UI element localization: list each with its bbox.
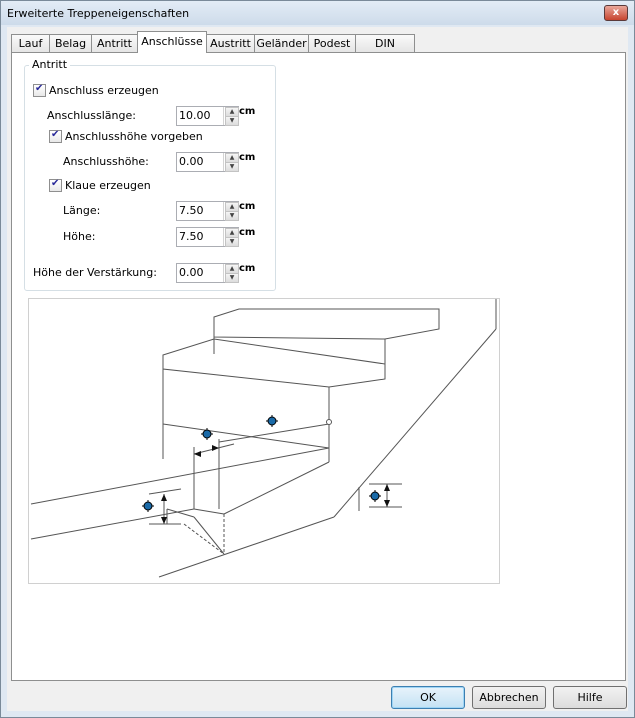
window-title: Erweiterte Treppeneigenschaften <box>7 7 190 20</box>
tab-lauf[interactable]: Lauf <box>11 34 50 52</box>
hoehe-verstaerkung-value: 0.00 <box>179 266 204 279</box>
tab-din-18065[interactable]: DIN 18065 <box>355 34 415 67</box>
unit-label: cm <box>239 263 256 274</box>
spin-down-icon[interactable]: ▼ <box>225 273 239 283</box>
group-title: Antritt <box>29 58 71 71</box>
hoehe-verstaerkung-spinner[interactable]: 0.00 ▲▼ <box>176 263 239 283</box>
anschlusshoehe-vorgeben-label: Anschlusshöhe vorgeben <box>65 130 203 143</box>
anschlusslaenge-spinner[interactable]: 10.00 ▲▼ <box>176 106 239 126</box>
tab-antritt[interactable]: Antritt <box>91 34 138 52</box>
spin-down-icon[interactable]: ▼ <box>225 162 239 172</box>
unit-label: cm <box>239 227 256 238</box>
anschlusslaenge-label: Anschlusslänge: <box>47 109 136 122</box>
hoehe-label: Höhe: <box>63 230 96 243</box>
dialog-client: Lauf Belag Antritt Anschlüsse Austritt G… <box>7 27 628 711</box>
anschlusslaenge-value: 10.00 <box>179 109 211 122</box>
hoehe-value: 7.50 <box>179 230 204 243</box>
tab-podest[interactable]: Podest <box>308 34 356 52</box>
anschlusshoehe-label: Anschlusshöhe: <box>63 155 149 168</box>
ok-button[interactable]: OK <box>391 686 465 709</box>
close-button[interactable]: x <box>604 5 628 21</box>
unit-label: cm <box>239 106 256 117</box>
tab-austritt[interactable]: Austritt <box>206 34 255 52</box>
cancel-button[interactable]: Abbrechen <box>472 686 546 709</box>
tab-panel-anschluesse: Antritt Anschluss erzeugen Anschlussläng… <box>11 52 626 681</box>
unit-label: cm <box>239 201 256 212</box>
stair-connection-diagram <box>28 298 500 584</box>
spin-down-icon[interactable]: ▼ <box>225 211 239 221</box>
anschluss-erzeugen-label: Anschluss erzeugen <box>49 84 159 97</box>
klaue-erzeugen-label: Klaue erzeugen <box>65 179 151 192</box>
hoehe-verstaerkung-label: Höhe der Verstärkung: <box>33 266 157 279</box>
laenge-spinner[interactable]: 7.50 ▲▼ <box>176 201 239 221</box>
laenge-label: Länge: <box>63 204 101 217</box>
anschluss-erzeugen-checkbox[interactable] <box>33 83 46 97</box>
anschlusshoehe-spinner[interactable]: 0.00 ▲▼ <box>176 152 239 172</box>
help-button[interactable]: Hilfe <box>553 686 627 709</box>
handle-icon[interactable] <box>266 415 278 427</box>
klaue-erzeugen-checkbox[interactable] <box>49 178 62 192</box>
handle-icon[interactable] <box>369 490 381 502</box>
spin-down-icon[interactable]: ▼ <box>225 237 239 247</box>
spin-down-icon[interactable]: ▼ <box>225 116 239 126</box>
laenge-value: 7.50 <box>179 204 204 217</box>
title-bar: Erweiterte Treppeneigenschaften x <box>1 1 634 25</box>
tab-gelaender[interactable]: Geländer <box>254 34 309 52</box>
unit-label: cm <box>239 152 256 163</box>
antritt-group: Antritt Anschluss erzeugen Anschlussläng… <box>24 58 276 291</box>
handle-icon[interactable] <box>142 500 154 512</box>
anschlusshoehe-value: 0.00 <box>179 155 204 168</box>
handle-icon[interactable] <box>201 428 213 440</box>
tab-belag[interactable]: Belag <box>49 34 92 52</box>
stair-drawing <box>30 299 497 578</box>
hoehe-spinner[interactable]: 7.50 ▲▼ <box>176 227 239 247</box>
anschlusshoehe-vorgeben-checkbox[interactable] <box>49 129 62 143</box>
tab-anschluesse[interactable]: Anschlüsse <box>137 31 207 53</box>
